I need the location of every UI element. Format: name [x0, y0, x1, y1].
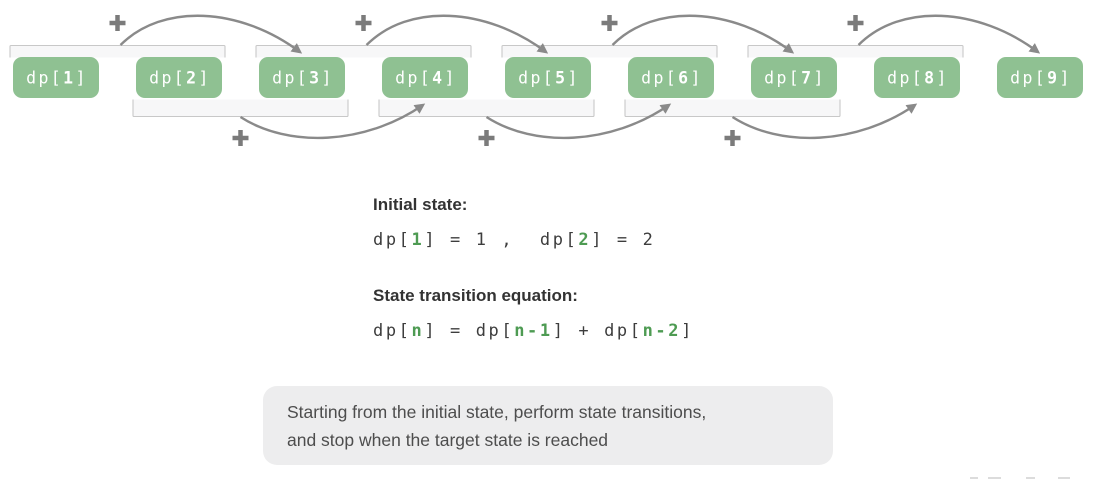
dp-box-8 [874, 57, 960, 98]
transition-arrow [731, 103, 918, 140]
dp-box-3 [259, 57, 345, 98]
group-bracket-bottom [378, 99, 595, 118]
plus-icon [355, 15, 372, 31]
dp-box-label-7: dp[7] [764, 69, 826, 88]
plus-icon [847, 15, 864, 31]
callout-line: Starting from the initial state, perform… [287, 401, 707, 422]
group-bracket-top [501, 44, 718, 58]
group-bracket-top [255, 44, 472, 58]
dp-box-label-4: dp[4] [395, 69, 457, 88]
transition-equation-code: dp[n] = dp[n-1] + dp[n-2] [373, 323, 694, 340]
transition-arrow [119, 14, 303, 54]
code-token-green: n-1 [514, 321, 553, 341]
code-token: ] + dp[ [552, 321, 643, 341]
code-token: ] = dp[ [424, 321, 515, 341]
transition-equation-heading: State transition equation: [373, 286, 578, 305]
callout-line: and stop when the target state is reache… [287, 429, 609, 450]
transition-arrow [365, 14, 549, 54]
group-bracket-bottom [624, 99, 841, 118]
code-token-green: n-2 [642, 321, 682, 341]
callout-bubble: Starting from the initial state, perform… [263, 386, 833, 465]
dp-box-label-9: dp[9] [1010, 69, 1072, 88]
dp-box-label-3: dp[3] [272, 69, 334, 88]
plus-icon [601, 15, 618, 31]
transition-arrow [857, 14, 1041, 54]
watermark-fragment [970, 477, 978, 479]
watermark-fragment [1058, 477, 1070, 479]
dp-box-4 [382, 57, 468, 98]
dp-box-2 [136, 57, 222, 98]
dp-box-7 [751, 57, 837, 98]
transition-arrow [239, 103, 426, 140]
code-token: dp[ [373, 230, 412, 250]
code-token: ] [681, 321, 694, 341]
dp-box-label-2: dp[2] [149, 69, 211, 88]
initial-state-heading: Initial state: [373, 195, 468, 214]
group-bracket-top [9, 44, 226, 58]
transition-arrow [485, 103, 672, 140]
watermark-fragment [1026, 477, 1035, 479]
code-token-green: n [411, 321, 425, 341]
watermark-fragment [988, 477, 1001, 479]
dp-box-label-6: dp[6] [641, 69, 703, 88]
dp-box-label-8: dp[8] [887, 69, 949, 88]
group-bracket-top [747, 44, 964, 58]
dp-box-label-1: dp[1] [26, 69, 88, 88]
code-token: dp[ [373, 321, 412, 341]
plus-icon [478, 130, 495, 146]
plus-icon [109, 15, 126, 31]
initial-state-code: dp[1] = 1 , dp[2] = 2 [373, 232, 655, 249]
plus-icon [724, 130, 741, 146]
dp-box-label-5: dp[5] [518, 69, 580, 88]
dp-box-6 [628, 57, 714, 98]
transition-arrow [611, 14, 795, 54]
dp-transition-diagram: dp[1] dp[2] dp[3] dp[4] dp[5] dp[6] dp[7] dp[8]… [9, 14, 1083, 146]
code-token-green: 2 [578, 230, 592, 250]
dp-box-5 [505, 57, 591, 98]
dp-box-1 [13, 57, 99, 98]
code-token-green: 1 [411, 230, 425, 250]
group-bracket-bottom [132, 99, 349, 118]
dp-box-9 [997, 57, 1083, 98]
code-token: ] = 2 [591, 230, 656, 250]
code-token: ] = 1 , dp[ [424, 230, 579, 250]
plus-icon [232, 130, 249, 146]
